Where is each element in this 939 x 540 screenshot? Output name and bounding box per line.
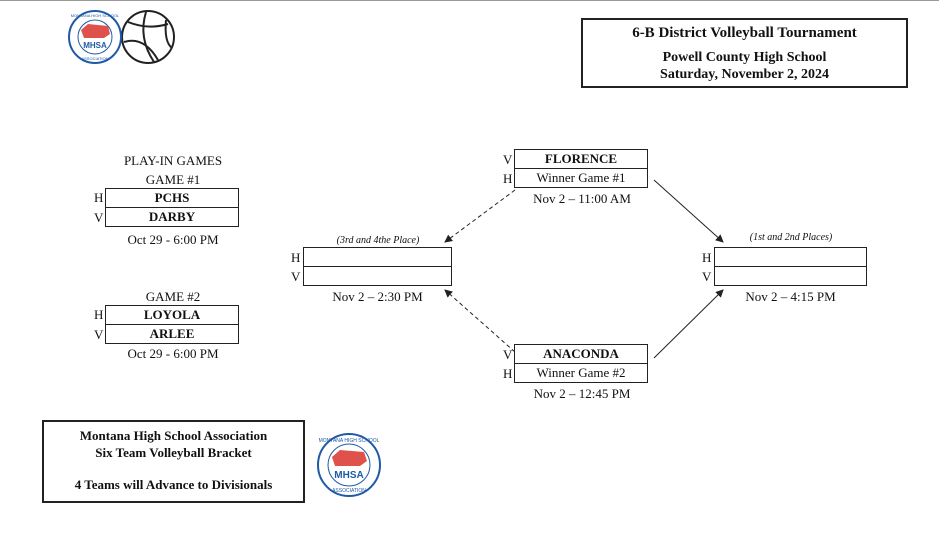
third-place-home-slot — [303, 247, 452, 267]
mhsa-logo-icon: MHSA MONTANA HIGH SCHOOL ASSOCIATION — [68, 10, 175, 64]
svg-text:MONTANA HIGH SCHOOL: MONTANA HIGH SCHOOL — [319, 438, 380, 444]
svg-text:MONTANA HIGH SCHOOL: MONTANA HIGH SCHOOL — [71, 13, 120, 18]
third-place-visitor-tag: V — [291, 269, 301, 284]
game2-label: GAME #2 — [145, 289, 201, 304]
info-association: Montana High School Association — [79, 428, 268, 443]
playin-heading: PLAY-IN GAMES — [123, 153, 223, 168]
top-rule — [0, 0, 939, 1]
semi-bottom-time: Nov 2 – 12:45 PM — [533, 386, 631, 401]
winner-arrow-bottom — [653, 289, 724, 359]
loser-arrow-bottom — [444, 289, 516, 353]
game2-visitor-tag: V — [94, 327, 104, 342]
svg-text:ASSOCIATION: ASSOCIATION — [332, 488, 366, 494]
mhsa-logo-footer: MHSA MONTANA HIGH SCHOOL ASSOCIATION — [314, 432, 384, 498]
semi-bottom-home-tag: H — [503, 366, 513, 381]
third-place-time: Nov 2 – 2:30 PM — [332, 289, 423, 304]
info-advance-note: 4 Teams will Advance to Divisionals — [74, 477, 273, 492]
championship-visitor-slot — [714, 266, 867, 286]
game2-time: Oct 29 - 6:00 PM — [127, 346, 219, 361]
winner-arrow-top — [653, 179, 724, 243]
game1-visitor-tag: V — [94, 210, 104, 225]
game2-visitor-team: ARLEE — [105, 324, 239, 344]
semi-bottom-home-team: Winner Game #2 — [514, 363, 648, 383]
game1-label: GAME #1 — [145, 172, 201, 187]
svg-text:ASSOCIATION: ASSOCIATION — [81, 56, 108, 61]
tournament-title-box: 6-B District Volleyball Tournament Powel… — [581, 18, 908, 88]
championship-home-tag: H — [702, 250, 712, 265]
tournament-venue: Powell County High School — [662, 50, 827, 65]
semi-bottom-visitor-team: ANACONDA — [514, 344, 648, 364]
semi-top-home-tag: H — [503, 171, 513, 186]
semi-top-time: Nov 2 – 11:00 AM — [533, 191, 631, 206]
mhsa-logo-header: MHSA MONTANA HIGH SCHOOL ASSOCIATION — [68, 8, 178, 66]
loser-arrow-top — [444, 189, 516, 243]
bracket-info-box: Montana High School Association Six Team… — [42, 420, 305, 503]
championship-time: Nov 2 – 4:15 PM — [745, 289, 836, 304]
third-place-visitor-slot — [303, 266, 452, 286]
championship-home-slot — [714, 247, 867, 267]
mhsa-logo-icon: MHSA MONTANA HIGH SCHOOL ASSOCIATION — [317, 433, 381, 497]
third-place-label: (3rd and 4the Place) — [336, 235, 420, 246]
game1-home-tag: H — [94, 190, 104, 205]
tournament-date: Saturday, November 2, 2024 — [660, 67, 829, 82]
semi-top-home-team: Winner Game #1 — [514, 168, 648, 188]
championship-label: (1st and 2nd Places) — [749, 232, 833, 243]
game1-visitor-team: DARBY — [105, 207, 239, 227]
semi-bottom-visitor-tag: V — [503, 347, 513, 362]
game1-home-team: PCHS — [105, 188, 239, 208]
semi-top-visitor-tag: V — [503, 152, 513, 167]
game1-time: Oct 29 - 6:00 PM — [127, 232, 219, 247]
info-bracket-type: Six Team Volleyball Bracket — [95, 445, 252, 460]
third-place-home-tag: H — [291, 250, 301, 265]
semi-top-visitor-team: FLORENCE — [514, 149, 648, 169]
championship-visitor-tag: V — [702, 269, 712, 284]
svg-text:MHSA: MHSA — [334, 470, 363, 481]
tournament-title: 6-B District Volleyball Tournament — [632, 25, 857, 41]
game2-home-team: LOYOLA — [105, 305, 239, 325]
game2-home-tag: H — [94, 307, 104, 322]
svg-text:MHSA: MHSA — [83, 41, 107, 50]
